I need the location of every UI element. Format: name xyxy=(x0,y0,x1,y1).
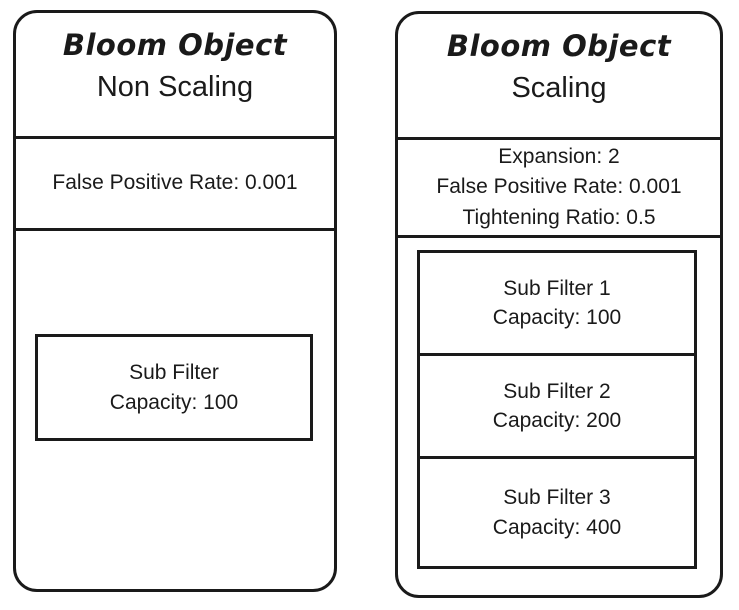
sub-filter-capacity: Capacity: 100 xyxy=(109,390,239,414)
bloom-object-scaling-panel: Bloom Object Scaling Expansion: 2 False … xyxy=(395,11,723,598)
panel-subtitle: Non Scaling xyxy=(96,71,254,104)
sub-filter-box: Sub Filter Capacity: 100 xyxy=(35,334,313,441)
param-expansion: Expansion: 2 xyxy=(498,144,620,168)
panel-title: Bloom Object xyxy=(446,29,672,63)
panel-subtitle: Scaling xyxy=(511,72,607,105)
bloom-object-non-scaling-panel: Bloom Object Non Scaling False Positive … xyxy=(13,10,337,592)
sub-filter-capacity: Capacity: 100 xyxy=(492,306,622,329)
sub-filter-name: Sub Filter xyxy=(129,361,219,385)
sub-filter-name: Sub Filter 3 xyxy=(503,486,611,510)
panel-body-scaling: Sub Filter 1 Capacity: 100 Sub Filter 2 … xyxy=(398,238,720,595)
sub-filter-capacity: Capacity: 400 xyxy=(492,515,622,539)
sub-filter-box: Sub Filter 1 Capacity: 100 xyxy=(420,253,694,356)
param-false-positive-rate: False Positive Rate: 0.001 xyxy=(436,175,682,199)
sub-filter-box: Sub Filter 2 Capacity: 200 xyxy=(420,356,694,459)
sub-filter-name: Sub Filter 2 xyxy=(503,379,611,403)
panel-title: Bloom Object xyxy=(62,28,288,62)
panel-body-non-scaling: Sub Filter Capacity: 100 xyxy=(16,231,334,589)
panel-params-scaling: Expansion: 2 False Positive Rate: 0.001 … xyxy=(398,140,720,238)
panel-header-non-scaling: Bloom Object Non Scaling xyxy=(16,13,334,139)
sub-filter-box: Sub Filter 3 Capacity: 400 xyxy=(420,459,694,566)
sub-filter-stack: Sub Filter 1 Capacity: 100 Sub Filter 2 … xyxy=(417,250,697,569)
panel-params-non-scaling: False Positive Rate: 0.001 xyxy=(16,139,334,231)
sub-filter-name: Sub Filter 1 xyxy=(503,276,611,300)
panel-header-scaling: Bloom Object Scaling xyxy=(398,14,720,140)
param-tightening-ratio: Tightening Ratio: 0.5 xyxy=(462,205,656,229)
param-false-positive-rate: False Positive Rate: 0.001 xyxy=(52,171,298,195)
sub-filter-capacity: Capacity: 200 xyxy=(492,409,622,432)
